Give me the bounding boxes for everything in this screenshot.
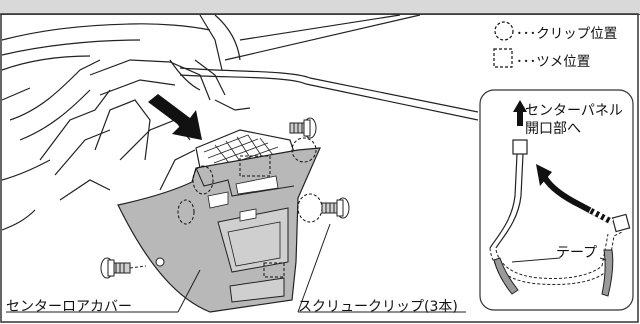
callout-line-2: 開口部へ	[525, 121, 581, 137]
center-lower-cover	[117, 147, 321, 313]
screw-clip-2	[321, 197, 350, 219]
legend-clip-text: ･･･クリップ位置	[516, 26, 618, 42]
callout-line-1: センターパネル	[525, 103, 623, 119]
tape-label: テープ	[556, 245, 598, 261]
legend-icons	[493, 21, 514, 68]
figure-border	[0, 13, 639, 323]
screw-clip-label: スクリュークリップ(3本)	[298, 299, 458, 315]
lower-cover-label: センターロアカバー	[6, 299, 132, 315]
removal-arrow	[148, 94, 202, 140]
cable-route	[179, 67, 479, 121]
screw-clip-1	[289, 117, 317, 139]
legend-claw-text: ･･･ツメ位置	[516, 54, 591, 70]
clip-legend-icon	[494, 21, 514, 41]
detail-callout	[479, 89, 634, 311]
dashboard-linework	[1, 14, 421, 231]
screw-clip-3	[100, 257, 147, 279]
tape-left	[493, 257, 519, 295]
leader-lines	[6, 223, 466, 313]
tape-right	[601, 249, 614, 297]
claw-legend-icon	[493, 48, 513, 68]
